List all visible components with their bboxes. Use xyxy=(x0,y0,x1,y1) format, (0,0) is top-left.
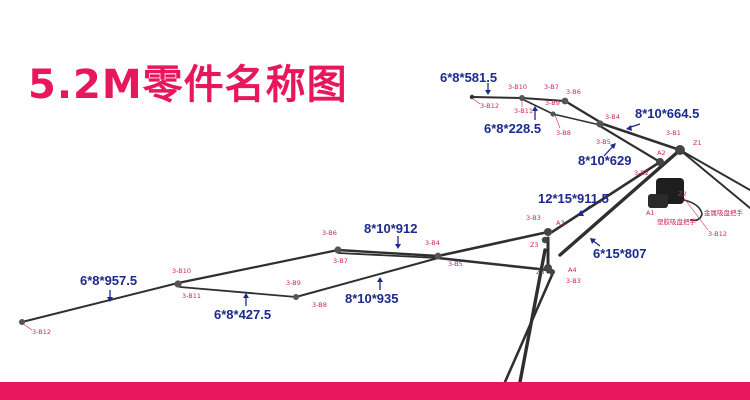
dim-arrow-d2 xyxy=(532,106,538,120)
bottom-accent-bar xyxy=(0,382,750,400)
part-label: 3-B4 xyxy=(605,113,620,121)
part-label: 3-B10 xyxy=(508,83,527,91)
joint-b12-lower xyxy=(19,319,25,325)
rod-arm-b11-b8 xyxy=(179,286,297,298)
part-label: 3-B4 xyxy=(425,239,440,247)
part-label: 3-B9 xyxy=(286,279,301,287)
rod-upper-b10-b7 xyxy=(521,97,566,102)
dim-arrow-d7 xyxy=(395,236,401,249)
part-label: 3-B12 xyxy=(32,328,51,336)
part-label: 3-B12 xyxy=(480,102,499,110)
dim-label-d1: 6*8*581.5 xyxy=(440,70,497,85)
dim-label-d10: 6*8*427.5 xyxy=(214,307,271,322)
page-title: 5.2M零件名称图 xyxy=(28,62,348,108)
joint-b4-upper xyxy=(596,120,604,128)
part-label: A2 xyxy=(657,149,666,157)
joint-b8-upper xyxy=(550,111,556,117)
part-label: 3-B8 xyxy=(556,129,571,137)
rod-arm-a4 xyxy=(436,256,550,272)
part-label: 3-B3 xyxy=(566,277,581,285)
dim-arrow-d6 xyxy=(590,238,601,247)
rod-upper-b4-b1 xyxy=(598,121,682,152)
leader-line xyxy=(554,114,561,129)
note-plastic-clamp: 塑胶吸盘把手 xyxy=(657,217,697,226)
part-label: 3-B2 xyxy=(634,169,649,177)
joint-b8-lower xyxy=(293,294,299,300)
joint-b10-lower xyxy=(174,280,182,288)
rod-mast-upper xyxy=(558,148,682,257)
part-label: 3-B11 xyxy=(514,107,533,115)
joint-b4-lower xyxy=(434,252,442,260)
dim-label-d4: 8*10*629 xyxy=(578,153,632,168)
rod-arm-b8-b5 xyxy=(295,257,439,298)
rod-upper-tip xyxy=(471,96,523,99)
rod-right-long-2 xyxy=(679,149,750,209)
joint-a3 xyxy=(544,228,552,236)
dim-arrow-d5 xyxy=(577,205,591,216)
rod-arm-b5-b7 xyxy=(337,252,439,259)
part-label: Z3 xyxy=(536,268,545,276)
rod-arm-tip xyxy=(21,282,179,323)
rod-upper-b5-b2 xyxy=(598,124,662,164)
part-label: A3 xyxy=(556,219,565,227)
rod-arm-b6-b10 xyxy=(176,248,340,285)
dim-arrow-d8 xyxy=(377,277,383,290)
part-label: 3-B6 xyxy=(322,229,337,237)
joint-b6-lower xyxy=(334,246,342,254)
joint-b10-upper xyxy=(519,95,525,101)
clamp-body-lower xyxy=(648,194,668,208)
dim-label-d2: 6*8*228.5 xyxy=(484,121,541,136)
dim-label-d7: 8*10*912 xyxy=(364,221,418,236)
part-label: 3-B5 xyxy=(596,138,611,146)
part-label: 3-B6 xyxy=(566,88,581,96)
rod-upper-b8-b4 xyxy=(552,113,601,126)
note-metal-clamp: 金属吸盘把手 xyxy=(704,208,744,217)
rod-leg-second xyxy=(503,273,554,384)
joint-a4 xyxy=(549,269,555,275)
part-label: A1 xyxy=(646,209,655,217)
joint-z1 xyxy=(675,145,685,155)
part-label: 3-B10 xyxy=(172,267,191,275)
leader-line xyxy=(683,197,709,231)
dim-arrow-d3 xyxy=(626,123,641,131)
rod-mast-brace xyxy=(550,160,662,234)
part-label: 3-B12 xyxy=(708,230,727,238)
dim-arrow-d1 xyxy=(485,83,491,95)
joint-b7-upper xyxy=(561,97,569,105)
part-label: Z3 xyxy=(530,241,539,249)
dim-arrow-d10 xyxy=(243,293,249,306)
rod-right-long xyxy=(679,149,750,191)
part-label: 3-B9 xyxy=(545,99,560,107)
part-label: 3-B7 xyxy=(333,257,348,265)
part-label: A4 xyxy=(568,266,577,274)
dim-label-d9: 6*8*957.5 xyxy=(80,273,137,288)
dim-label-d6: 6*15*807 xyxy=(593,246,647,261)
part-label: 3-B7 xyxy=(544,83,559,91)
rod-upper-b9-b4 xyxy=(521,98,554,115)
rod-arm-b4-b6 xyxy=(336,248,440,258)
part-label: 3-B1 xyxy=(666,129,681,137)
joint-b12-upper xyxy=(469,94,475,100)
part-label: 3-B5 xyxy=(448,260,463,268)
joint-z3-upper xyxy=(541,236,549,244)
rod-leg-main xyxy=(518,248,547,384)
leader-line xyxy=(21,322,33,331)
dim-arrow-d9 xyxy=(107,290,113,302)
dim-label-d5: 12*15*911.5 xyxy=(538,191,609,206)
rod-arm-a3 xyxy=(436,230,550,258)
part-label: Z1 xyxy=(693,139,702,147)
part-label: Z2 xyxy=(678,190,687,198)
part-label: 3-B11 xyxy=(182,292,201,300)
rod-upper-b7-b4 xyxy=(563,99,602,124)
part-label: 3-B8 xyxy=(312,301,327,309)
clamp-handle-icon xyxy=(683,199,703,222)
dim-label-d8: 8*10*935 xyxy=(345,291,399,306)
dim-arrow-d4 xyxy=(603,143,616,157)
leader-line xyxy=(471,97,481,105)
dim-label-d3: 8*10*664.5 xyxy=(635,106,699,121)
joint-a2 xyxy=(656,158,664,166)
part-label: 3-B3 xyxy=(526,214,541,222)
